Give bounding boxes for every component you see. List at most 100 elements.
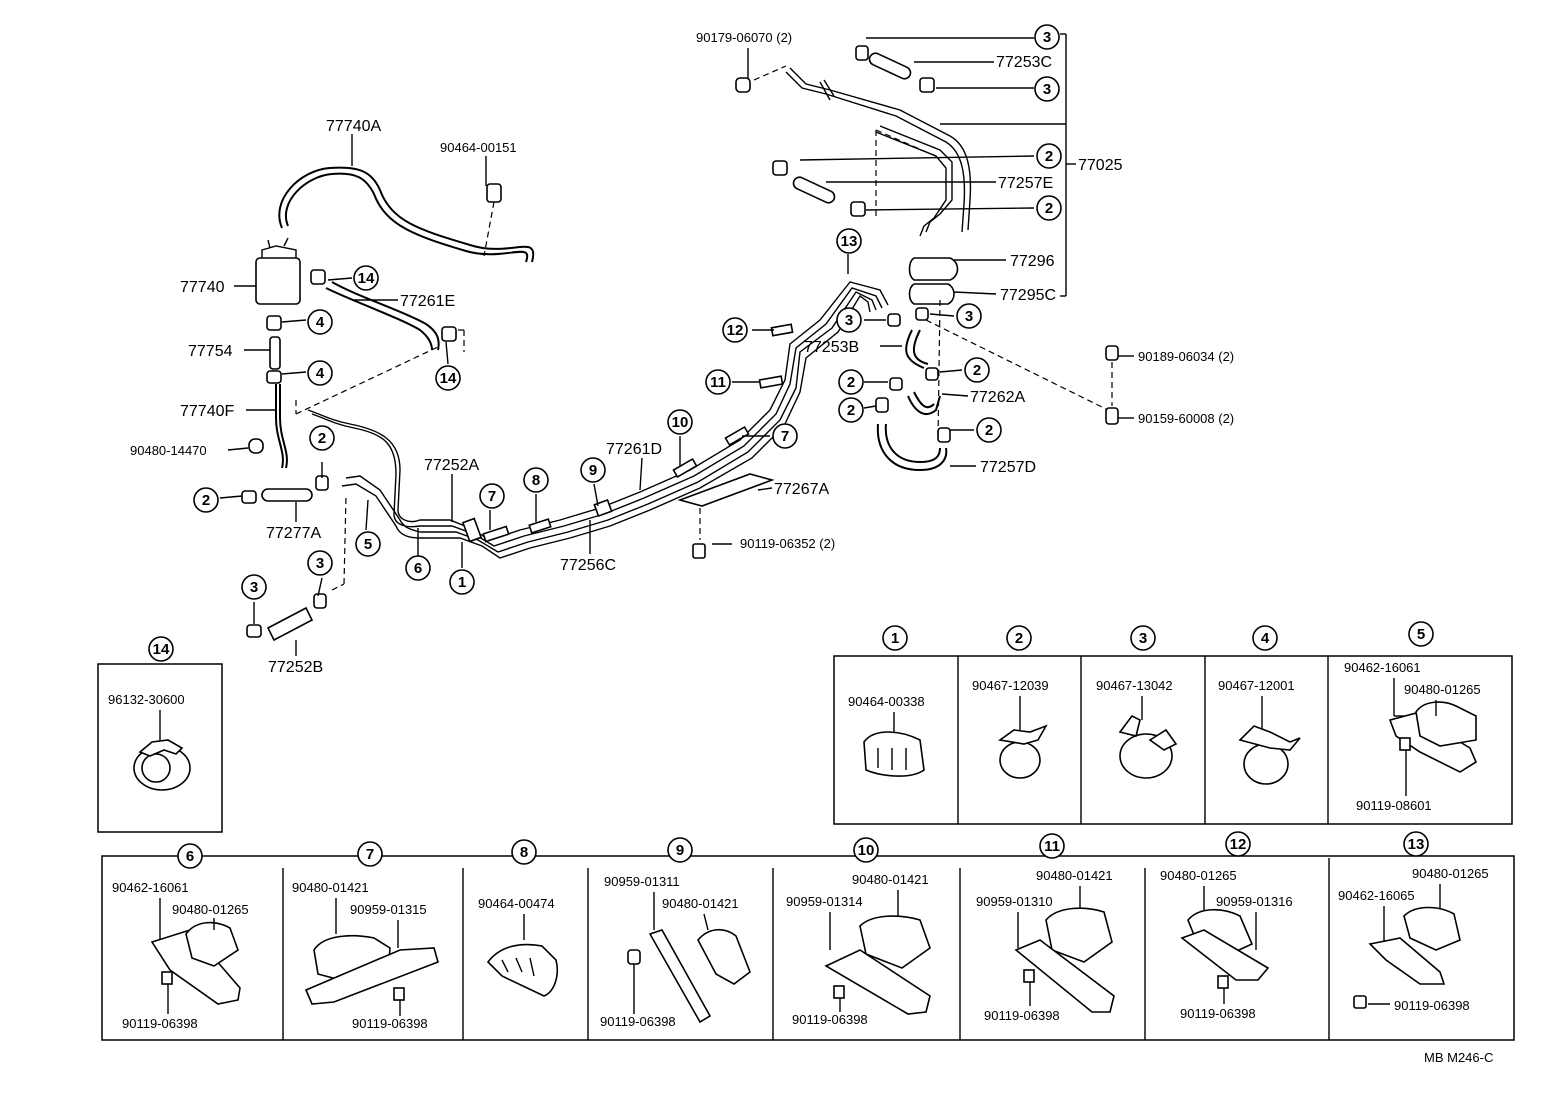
label-77296: 77296 xyxy=(1010,253,1055,270)
svg-text:14: 14 xyxy=(358,270,375,287)
callout-8: 8 xyxy=(523,467,549,493)
svg-text:5: 5 xyxy=(1417,626,1425,643)
svg-text:90480-01265: 90480-01265 xyxy=(1412,866,1489,881)
part-labels: 77740A 90464-00151 77740 77261E 77754 77… xyxy=(130,30,1234,676)
label-77257E: 77257E xyxy=(998,175,1053,192)
svg-text:1: 1 xyxy=(458,574,466,591)
svg-text:90959-01310: 90959-01310 xyxy=(976,894,1053,909)
callout-12: 12 xyxy=(722,317,748,343)
callout-14a: 14 xyxy=(353,265,379,291)
callout-2d: 2 xyxy=(193,487,219,513)
svg-text:90462-16061: 90462-16061 xyxy=(1344,660,1421,675)
svg-text:90464-00474: 90464-00474 xyxy=(478,896,555,911)
svg-text:10: 10 xyxy=(858,842,875,859)
label-77277A: 77277A xyxy=(266,525,321,542)
callout-3f: 3 xyxy=(956,303,982,329)
svg-text:10: 10 xyxy=(672,414,689,431)
svg-text:90467-12039: 90467-12039 xyxy=(972,678,1049,693)
svg-text:2: 2 xyxy=(847,402,855,419)
svg-text:12: 12 xyxy=(1230,836,1247,853)
label-77252B: 77252B xyxy=(268,659,323,676)
svg-text:90959-01311: 90959-01311 xyxy=(604,874,680,889)
svg-text:90480-01421: 90480-01421 xyxy=(662,896,739,911)
label-77262A: 77262A xyxy=(970,389,1025,406)
callout-3a: 3 xyxy=(1034,24,1060,50)
callout-2h: 2 xyxy=(976,417,1002,443)
svg-text:6: 6 xyxy=(414,560,422,577)
svg-text:90480-01421: 90480-01421 xyxy=(1036,868,1113,883)
label-77261D: 77261D xyxy=(606,441,662,458)
svg-text:7: 7 xyxy=(488,488,496,505)
callout-5: 5 xyxy=(355,531,381,557)
svg-text:2: 2 xyxy=(847,374,855,391)
label-77740F: 77740F xyxy=(180,403,234,420)
callout-2g: 2 xyxy=(838,397,864,423)
svg-text:3: 3 xyxy=(965,308,973,325)
svg-text:3: 3 xyxy=(1043,81,1051,98)
callout-2f: 2 xyxy=(838,369,864,395)
label-90159-60008: 90159-60008 (2) xyxy=(1138,411,1234,426)
label-77025: 77025 xyxy=(1078,157,1123,174)
label-77256C: 77256C xyxy=(560,557,616,574)
label-90119-06352: 90119-06352 (2) xyxy=(740,536,835,551)
svg-text:90119-06398: 90119-06398 xyxy=(600,1014,676,1029)
fuel-line-bundle xyxy=(307,281,889,559)
leader-lines xyxy=(219,37,1134,656)
callout-3c: 3 xyxy=(307,550,333,576)
callout-6: 6 xyxy=(405,555,431,581)
callouts: 3 3 2 2 13 12 11 10 7 9 8 7 14 14 4 4 2 … xyxy=(193,24,1062,600)
label-90480-14470: 90480-14470 xyxy=(130,443,207,458)
svg-text:1: 1 xyxy=(891,630,899,647)
svg-text:90119-06398: 90119-06398 xyxy=(792,1012,868,1027)
label-77261E: 77261E xyxy=(400,293,455,310)
svg-text:96132-30600: 96132-30600 xyxy=(108,692,185,707)
svg-text:13: 13 xyxy=(841,233,858,250)
svg-text:4: 4 xyxy=(1261,630,1270,647)
label-90179-06070: 90179-06070 (2) xyxy=(696,30,792,45)
svg-text:4: 4 xyxy=(316,314,325,331)
callout-2b: 2 xyxy=(1036,195,1062,221)
label-77253B: 77253B xyxy=(804,339,859,356)
svg-text:90462-16065: 90462-16065 xyxy=(1338,888,1415,903)
svg-text:90480-01421: 90480-01421 xyxy=(852,872,929,887)
svg-text:11: 11 xyxy=(1044,838,1060,855)
svg-text:2: 2 xyxy=(973,362,981,379)
svg-text:12: 12 xyxy=(727,322,744,339)
detail-table-bottom: 6 7 8 9 10 11 12 13 90462-16061 90480-01… xyxy=(101,831,1515,1065)
svg-text:90467-12001: 90467-12001 xyxy=(1218,678,1295,693)
label-77295C: 77295C xyxy=(1000,287,1056,304)
svg-text:90119-08601: 90119-08601 xyxy=(1356,798,1432,813)
svg-text:90119-06398: 90119-06398 xyxy=(1394,998,1470,1013)
svg-text:13: 13 xyxy=(1408,836,1425,853)
svg-text:90480-01265: 90480-01265 xyxy=(1160,868,1237,883)
label-90189-06034: 90189-06034 (2) xyxy=(1138,349,1234,364)
svg-text:3: 3 xyxy=(845,312,853,329)
callout-11: 11 xyxy=(705,369,731,395)
callout-9: 9 xyxy=(580,457,606,483)
footer-code: MB M246-C xyxy=(1424,1050,1493,1065)
svg-text:4: 4 xyxy=(316,365,325,382)
callout-10: 10 xyxy=(667,409,693,435)
callout-14b: 14 xyxy=(435,365,461,391)
svg-text:90480-01265: 90480-01265 xyxy=(1404,682,1481,697)
callout-1: 1 xyxy=(449,569,475,595)
svg-text:9: 9 xyxy=(676,842,684,859)
svg-text:90119-06398: 90119-06398 xyxy=(1180,1006,1256,1021)
svg-text:2: 2 xyxy=(202,492,210,509)
upper-right-assembly xyxy=(735,33,1119,472)
left-hoses xyxy=(241,475,347,642)
svg-text:11: 11 xyxy=(710,374,726,391)
detail-box-14: 14 96132-30600 xyxy=(97,636,223,833)
callout-7b: 7 xyxy=(479,483,505,509)
svg-text:90119-06398: 90119-06398 xyxy=(122,1016,198,1031)
svg-text:3: 3 xyxy=(250,579,258,596)
svg-text:6: 6 xyxy=(186,848,194,865)
label-77740A: 77740A xyxy=(326,118,381,135)
svg-text:90462-16061: 90462-16061 xyxy=(112,880,189,895)
svg-text:90480-01421: 90480-01421 xyxy=(292,880,369,895)
callout-7a: 7 xyxy=(772,423,798,449)
svg-text:90464-00338: 90464-00338 xyxy=(848,694,925,709)
svg-text:7: 7 xyxy=(781,428,789,445)
canister-assembly xyxy=(248,166,535,469)
